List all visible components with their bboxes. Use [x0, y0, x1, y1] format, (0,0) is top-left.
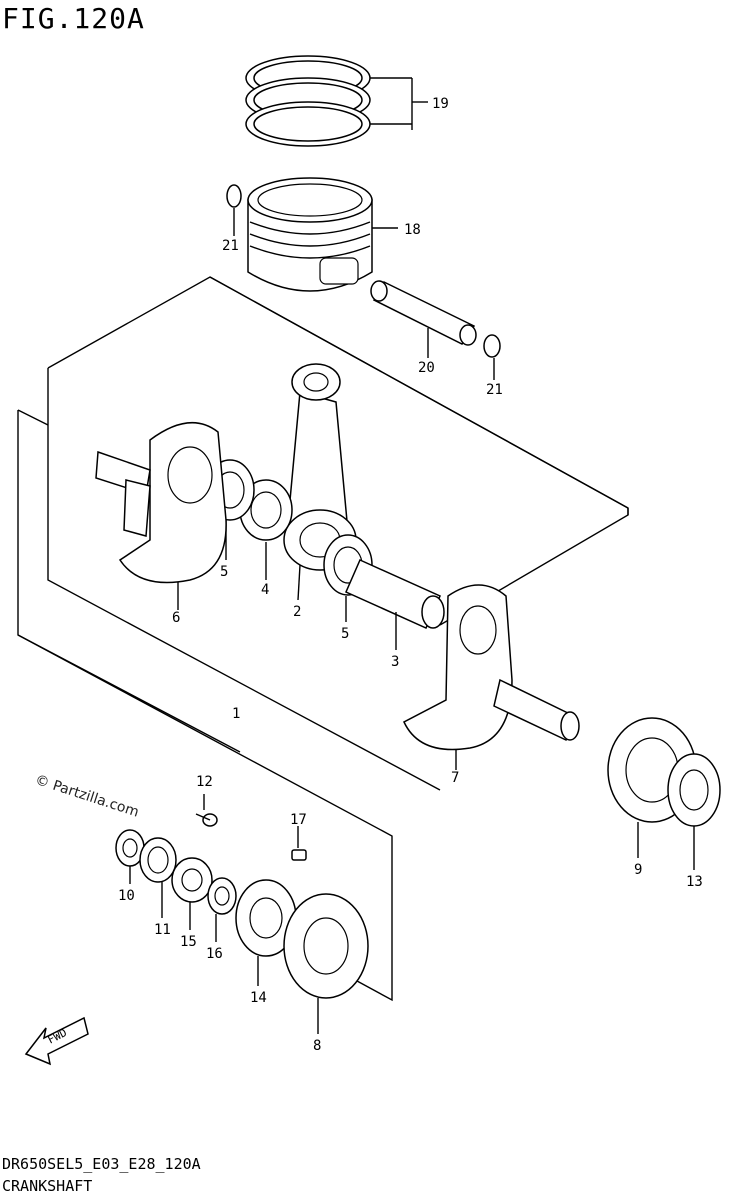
lower-box-mid: [17, 634, 241, 753]
upper-box-edge: [209, 276, 629, 509]
circlip-left: [226, 184, 242, 208]
callout-13: 13: [686, 874, 703, 890]
piston: [247, 177, 398, 292]
piston-pin: [370, 280, 477, 358]
callout-4: 4: [261, 582, 269, 598]
callout-20: 20: [418, 360, 435, 376]
callout-19: 19: [432, 96, 449, 112]
callout-18: 18: [404, 222, 421, 238]
callout-5b: 5: [341, 626, 349, 642]
connecting-rod: [283, 363, 357, 601]
bolt: [195, 794, 218, 827]
crank-pin: [345, 559, 445, 650]
lower-box-top: [17, 409, 49, 426]
callout-17: 17: [290, 812, 307, 828]
callout-5a: 5: [220, 564, 228, 580]
callout-14: 14: [250, 990, 267, 1006]
callout-6: 6: [172, 610, 180, 626]
callout-1: 1: [232, 706, 240, 722]
lower-box-outline: [17, 410, 393, 1002]
callout-16: 16: [206, 946, 223, 962]
main-bearing-left: [283, 893, 369, 1034]
callout-7: 7: [451, 770, 459, 786]
primary-drive-gear: [235, 879, 297, 986]
crank-sleeve: [667, 753, 721, 870]
callout-15: 15: [180, 934, 197, 950]
key: [291, 826, 307, 861]
retainer-plate: [139, 837, 177, 918]
washer: [207, 877, 237, 942]
crank-web-right: [403, 584, 580, 770]
oil-seal: [115, 829, 145, 884]
callout-3: 3: [391, 654, 399, 670]
crank-web-left: [95, 421, 227, 610]
callout-8: 8: [313, 1038, 321, 1054]
callout-21b: 21: [486, 382, 503, 398]
circlip-right: [483, 334, 501, 358]
callout-11: 11: [154, 922, 171, 938]
callout-12: 12: [196, 774, 213, 790]
upper-box-left: [47, 368, 441, 791]
callout-21a: 21: [222, 238, 239, 254]
fwd-arrow-icon: FWD: [24, 1016, 89, 1066]
figure-title: FIG.120A: [2, 2, 145, 35]
figure-code: DR650SEL5_E03_E28_120A: [2, 1155, 201, 1173]
figure-name: CRANKSHAFT: [2, 1177, 93, 1195]
spacer: [171, 857, 213, 930]
upper-box-right: [439, 508, 629, 626]
callout-9: 9: [634, 862, 642, 878]
piston-rings: [245, 55, 428, 147]
callout-10: 10: [118, 888, 135, 904]
callout-2: 2: [293, 604, 301, 620]
